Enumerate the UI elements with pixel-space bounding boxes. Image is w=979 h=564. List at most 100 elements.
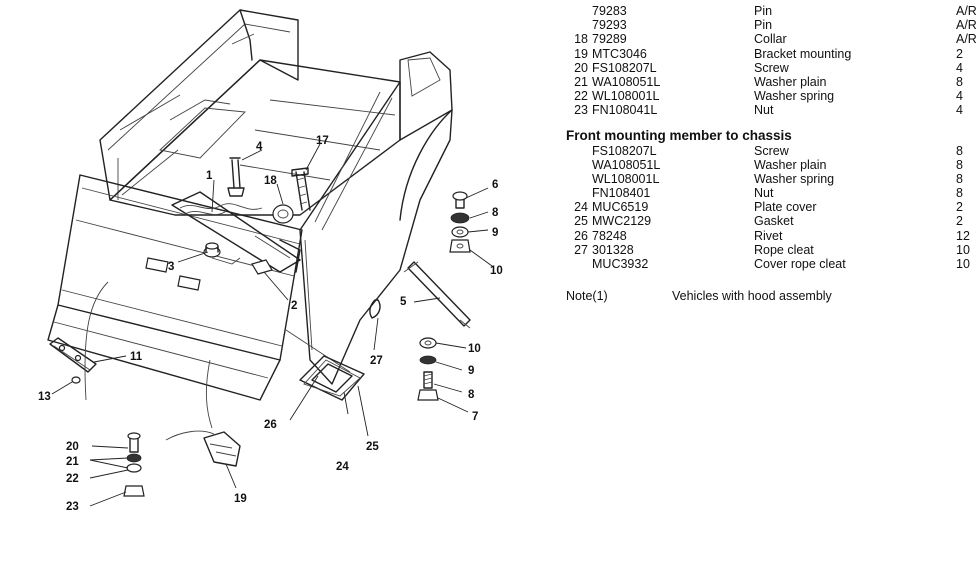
note: Note(1) Vehicles with hood assembly: [566, 289, 979, 303]
parts-row: 24 MUC6519 Plate cover 2: [566, 200, 979, 214]
quantity: 8: [956, 157, 963, 172]
callout-2: 2: [291, 300, 297, 312]
quantity: 10: [956, 257, 970, 271]
part-number: 301328: [592, 242, 634, 257]
part-number: 78248: [592, 228, 627, 243]
fastener-part-3: [203, 242, 221, 258]
leader-lines: [51, 143, 493, 507]
description: Rivet: [754, 228, 783, 243]
ref-number: 25: [574, 214, 588, 229]
plate-part-11: [49, 337, 97, 384]
ref-number: 20: [574, 60, 588, 75]
ref-number: 19: [574, 46, 588, 61]
hinge-strap: [171, 191, 301, 273]
description: Screw: [754, 60, 789, 75]
callout-17: 17: [316, 135, 329, 147]
callout-21: 21: [66, 456, 79, 468]
part-number: WL108001L: [592, 171, 660, 186]
description: Gasket: [754, 214, 794, 229]
quantity: 2: [956, 214, 963, 229]
callout-25: 25: [366, 441, 379, 453]
plate-cover-part-24: [299, 355, 365, 401]
callout-5: 5: [400, 296, 407, 308]
block-part-2: [251, 259, 273, 275]
parts-row: MUC3932 Cover rope cleat 10: [566, 257, 979, 271]
part-number: 79289: [592, 32, 627, 47]
pin-part-4: [227, 157, 245, 197]
callout-27: 27: [370, 355, 383, 367]
callout-11: 11: [130, 351, 143, 363]
part-number: FN108401: [592, 186, 651, 201]
quantity: 2: [956, 200, 963, 215]
quantity: 4: [956, 103, 963, 118]
bolt-part-17: [272, 167, 311, 224]
description: Washer plain: [754, 157, 827, 172]
part-number: MTC3046: [592, 46, 647, 61]
fastener-stack-right-lower: [417, 337, 439, 401]
description: Rope cleat: [754, 242, 814, 257]
description: Screw: [754, 143, 789, 158]
callout-1: 1: [206, 170, 213, 182]
quantity: 8: [956, 143, 963, 158]
quantity: 12: [956, 228, 970, 243]
quantity: 4: [956, 60, 963, 75]
callout-26: 26: [264, 419, 277, 431]
ref-number: 26: [574, 228, 588, 243]
description: Nut: [754, 186, 774, 201]
description: Washer spring: [754, 171, 835, 186]
fastener-stack-bottom: [123, 432, 145, 497]
callout-10-upper: 10: [490, 265, 503, 277]
section-title: Front mounting member to chassis: [566, 127, 792, 143]
callout-9-upper: 9: [492, 227, 498, 239]
parts-row: 25 MWC2129 Gasket 2: [566, 214, 979, 228]
description: Plate cover: [754, 200, 817, 215]
quantity: A/R: [956, 4, 977, 18]
part-number: 79293: [592, 18, 627, 33]
callout-24: 24: [336, 461, 349, 473]
callout-8-upper: 8: [492, 207, 499, 219]
callout-8-lower: 8: [468, 389, 475, 401]
callout-3: 3: [168, 261, 174, 273]
quantity: 4: [956, 89, 963, 104]
part-number: WA108051L: [592, 74, 661, 89]
ref-number: 27: [574, 242, 588, 257]
bracket-part-19: [203, 431, 241, 467]
exploded-body-diagram: 1 2 3 4 5 6 7 8 8 9 9 10 10 11 13 17 18 …: [38, 9, 503, 513]
ref-number: 23: [574, 103, 588, 118]
description: Cover rope cleat: [754, 257, 846, 271]
body-floor: [109, 59, 401, 216]
part-number: 79283: [592, 4, 627, 18]
callout-22: 22: [66, 473, 79, 485]
quantity: 8: [956, 171, 963, 186]
description: Nut: [754, 103, 774, 118]
description: Bracket mounting: [754, 46, 852, 61]
ref-number: 24: [574, 200, 588, 215]
body-right-wall: [299, 51, 453, 385]
callout-10-lower: 10: [468, 343, 481, 355]
callout-9-lower: 9: [468, 365, 474, 377]
callout-6: 6: [492, 179, 498, 191]
front-mounting-member: [47, 174, 351, 401]
strap-part-5: [403, 261, 471, 329]
part-number: MWC2129: [592, 214, 652, 229]
quantity: 2: [956, 46, 963, 61]
part-number: MUC3932: [592, 257, 649, 271]
callout-13: 13: [38, 391, 51, 403]
quantity: 8: [956, 74, 963, 89]
fastener-stack-right-upper: [449, 191, 471, 253]
ref-number: 18: [574, 32, 588, 47]
part-number: MUC6519: [592, 200, 649, 215]
chassis-outline: [84, 281, 215, 441]
